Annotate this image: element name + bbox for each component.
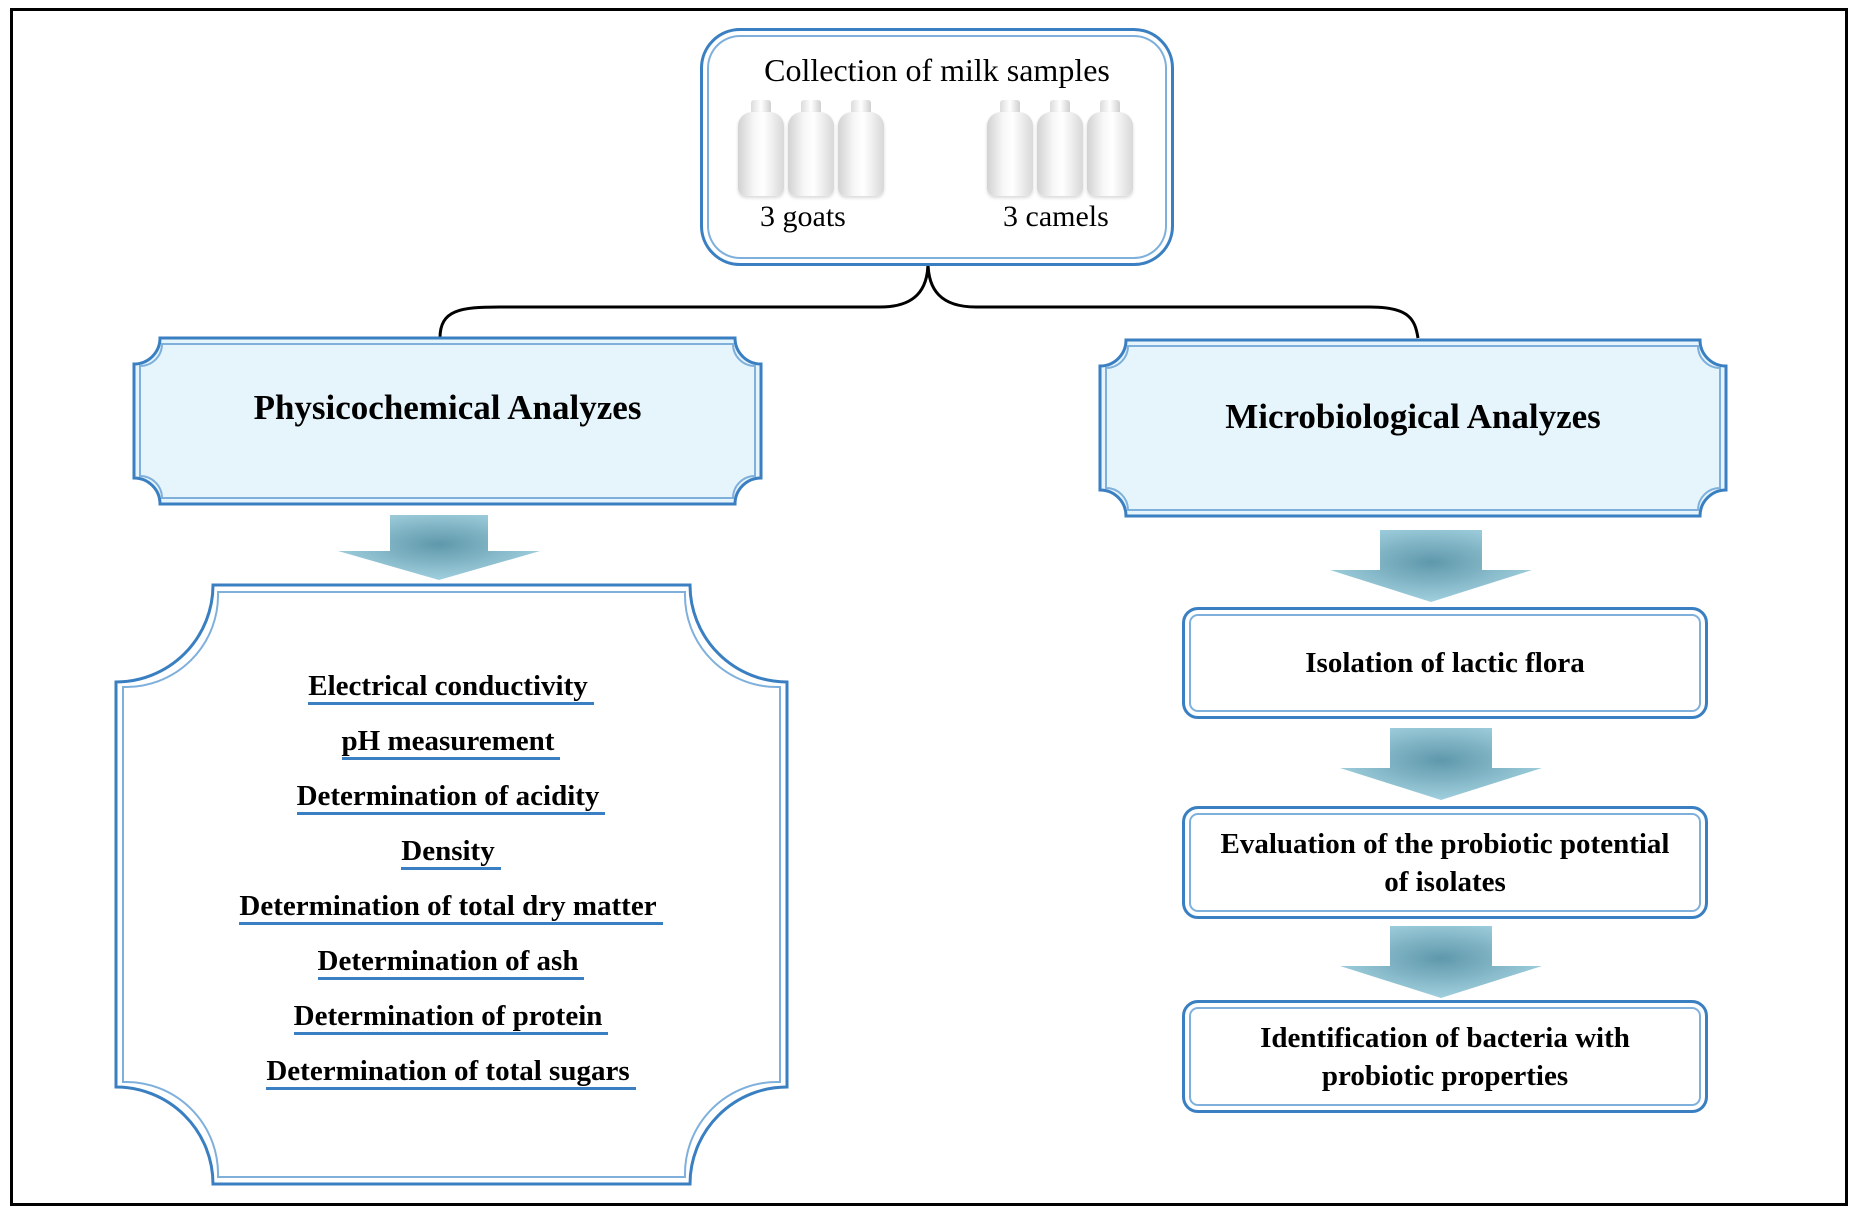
milk-bottle-icon xyxy=(738,100,784,196)
arrow-right-down-1 xyxy=(1330,530,1532,602)
method-item: Determination of ash xyxy=(115,945,787,980)
method-item: pH measurement xyxy=(115,725,787,760)
physicochemical-heading-box xyxy=(132,336,763,506)
figure-frame xyxy=(10,8,1848,1206)
method-item: Determination of total dry matter xyxy=(115,890,787,925)
method-item: Density xyxy=(115,835,787,870)
camels-label: 3 camels xyxy=(1003,200,1109,233)
goats-label: 3 goats xyxy=(760,200,846,233)
arrow-left-down xyxy=(338,515,540,580)
milk-bottle-icon xyxy=(987,100,1033,196)
microbiological-heading-box xyxy=(1098,338,1728,518)
methods-box xyxy=(114,583,789,1186)
physicochemical-heading: Physicochemical Analyzes xyxy=(253,388,642,427)
method-item: Determination of acidity xyxy=(115,780,787,815)
microbiological-heading: Microbiological Analyzes xyxy=(1225,397,1601,436)
brace-connector xyxy=(438,261,1420,339)
step-identification: Identification of bacteria with probioti… xyxy=(1182,1000,1708,1113)
collection-title: Collection of milk samples xyxy=(764,52,1110,88)
method-item: Determination of total sugars xyxy=(115,1055,787,1090)
step-probiotic-evaluation: Evaluation of the probiotic potential of… xyxy=(1182,806,1708,919)
method-item: Determination of protein xyxy=(115,1000,787,1035)
milk-bottle-icon xyxy=(1037,100,1083,196)
arrow-right-down-3 xyxy=(1340,926,1542,998)
method-item: Electrical conductivity xyxy=(115,670,787,705)
arrow-right-down-2 xyxy=(1340,728,1542,800)
milk-bottle-icon xyxy=(788,100,834,196)
milk-bottle-icon xyxy=(838,100,884,196)
step-isolation: Isolation of lactic flora xyxy=(1182,607,1708,719)
milk-bottle-icon xyxy=(1087,100,1133,196)
